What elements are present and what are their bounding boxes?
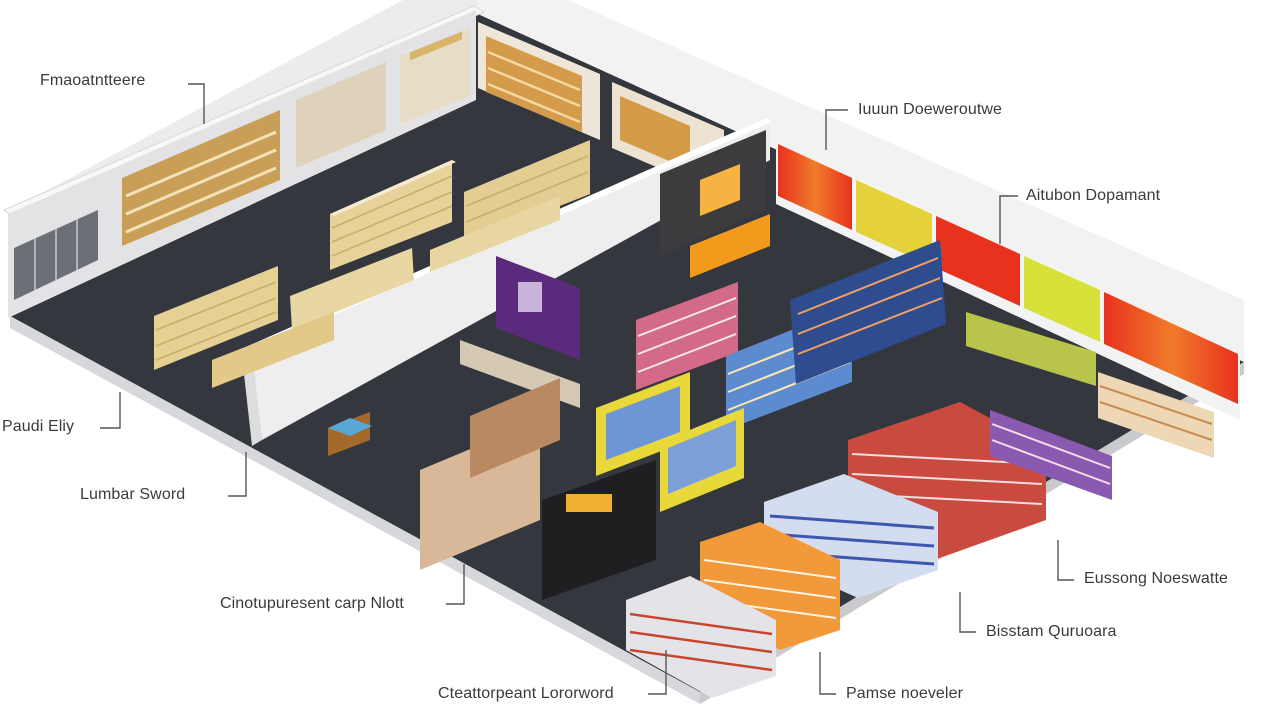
label-bottom-left: Cinotupuresent carp Nlott bbox=[220, 595, 404, 612]
department-banner bbox=[856, 180, 932, 266]
label-top-left: Fmaoatntteere bbox=[40, 72, 146, 89]
label-top-right-2: Aitubon Dopamant bbox=[1026, 187, 1161, 204]
leader-line bbox=[959, 592, 976, 633]
wall-rack bbox=[296, 62, 386, 168]
label-right-2: Eussong Noeswatte bbox=[1084, 570, 1229, 587]
storage-rack bbox=[620, 96, 690, 170]
service-desk bbox=[700, 164, 740, 216]
shelving-gondolas bbox=[596, 240, 1214, 698]
leader-line bbox=[100, 392, 121, 429]
leader-line bbox=[1057, 540, 1074, 581]
display-signage bbox=[566, 494, 612, 512]
label-bottom-mid: Pamse noeveler bbox=[846, 685, 964, 702]
floor-edge bbox=[10, 316, 700, 704]
cart-top bbox=[328, 418, 372, 436]
lumber-stacks bbox=[154, 140, 590, 388]
label-left-1: Paudi Eliy bbox=[2, 418, 75, 435]
leader-line bbox=[819, 652, 836, 695]
leader-line bbox=[999, 195, 1018, 244]
label-bottom-center: Cteattorpeant Lororword bbox=[438, 685, 614, 702]
label-left-2: Lumbar Sword bbox=[80, 486, 186, 503]
leader-line bbox=[648, 650, 667, 695]
label-right-1: Bisstam Quruoara bbox=[986, 623, 1117, 640]
department-banner bbox=[778, 144, 852, 230]
kiosk-screen bbox=[518, 282, 542, 312]
wall-rack bbox=[122, 110, 280, 246]
leader-line bbox=[446, 564, 465, 605]
leader-line bbox=[825, 109, 848, 150]
department-banner bbox=[1104, 292, 1238, 404]
leader-line bbox=[228, 452, 247, 497]
department-banner bbox=[1024, 256, 1100, 342]
leader-line bbox=[188, 83, 205, 124]
department-banner bbox=[936, 216, 1020, 306]
label-top-right-1: Iuuun Doeweroutwe bbox=[858, 101, 1003, 118]
appliance-display bbox=[470, 378, 560, 478]
service-desk bbox=[690, 214, 770, 278]
